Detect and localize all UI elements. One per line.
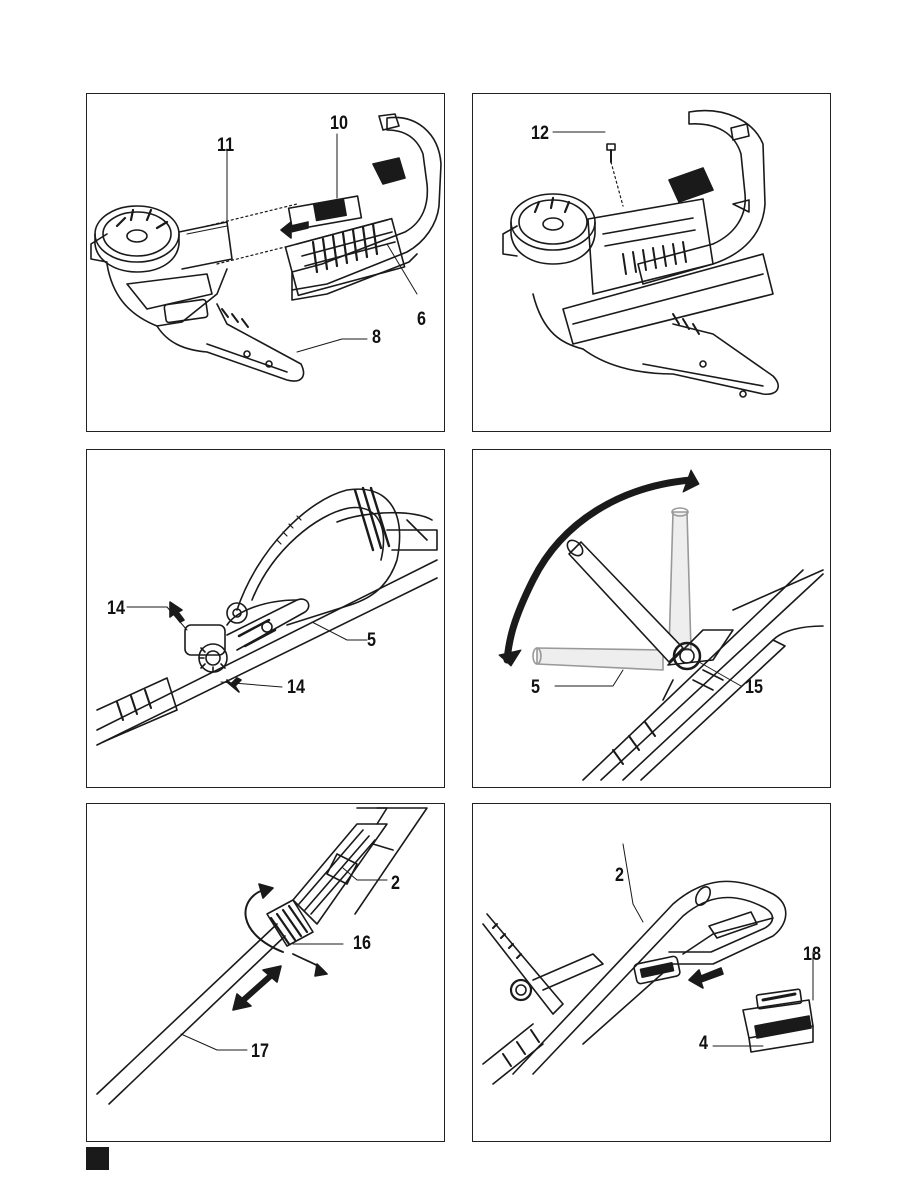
callout-16: 16 — [353, 934, 371, 953]
callout-14-top: 14 — [107, 599, 125, 618]
figure-3-illustration — [87, 450, 446, 789]
callout-17: 17 — [251, 1042, 269, 1061]
figure-2-illustration — [473, 94, 832, 433]
figure-4-panel: 5 15 — [472, 449, 831, 788]
callout-10: 10 — [330, 114, 348, 133]
callout-5: 5 — [531, 678, 540, 697]
callout-12: 12 — [531, 124, 549, 143]
callout-6: 6 — [417, 310, 426, 329]
figure-1-illustration — [87, 94, 446, 433]
callout-5: 5 — [367, 631, 376, 650]
figure-3-panel: 14 5 14 — [86, 449, 445, 788]
callout-8: 8 — [372, 328, 381, 347]
callout-2: 2 — [615, 866, 624, 885]
figure-4-illustration — [473, 450, 832, 789]
page-marker-block — [86, 1147, 109, 1170]
figure-6-panel: 2 18 4 — [472, 803, 831, 1142]
figure-2-panel: 12 — [472, 93, 831, 432]
callout-14-bottom: 14 — [287, 678, 305, 697]
callout-15: 15 — [745, 678, 763, 697]
figure-1-panel: 11 10 6 8 — [86, 93, 445, 432]
figure-5-illustration — [87, 804, 446, 1143]
callout-18: 18 — [803, 945, 821, 964]
figure-6-illustration — [473, 804, 832, 1143]
callout-2: 2 — [391, 874, 400, 893]
figure-5-panel: 2 16 17 — [86, 803, 445, 1142]
callout-11: 11 — [217, 136, 234, 155]
callout-4: 4 — [699, 1034, 708, 1053]
